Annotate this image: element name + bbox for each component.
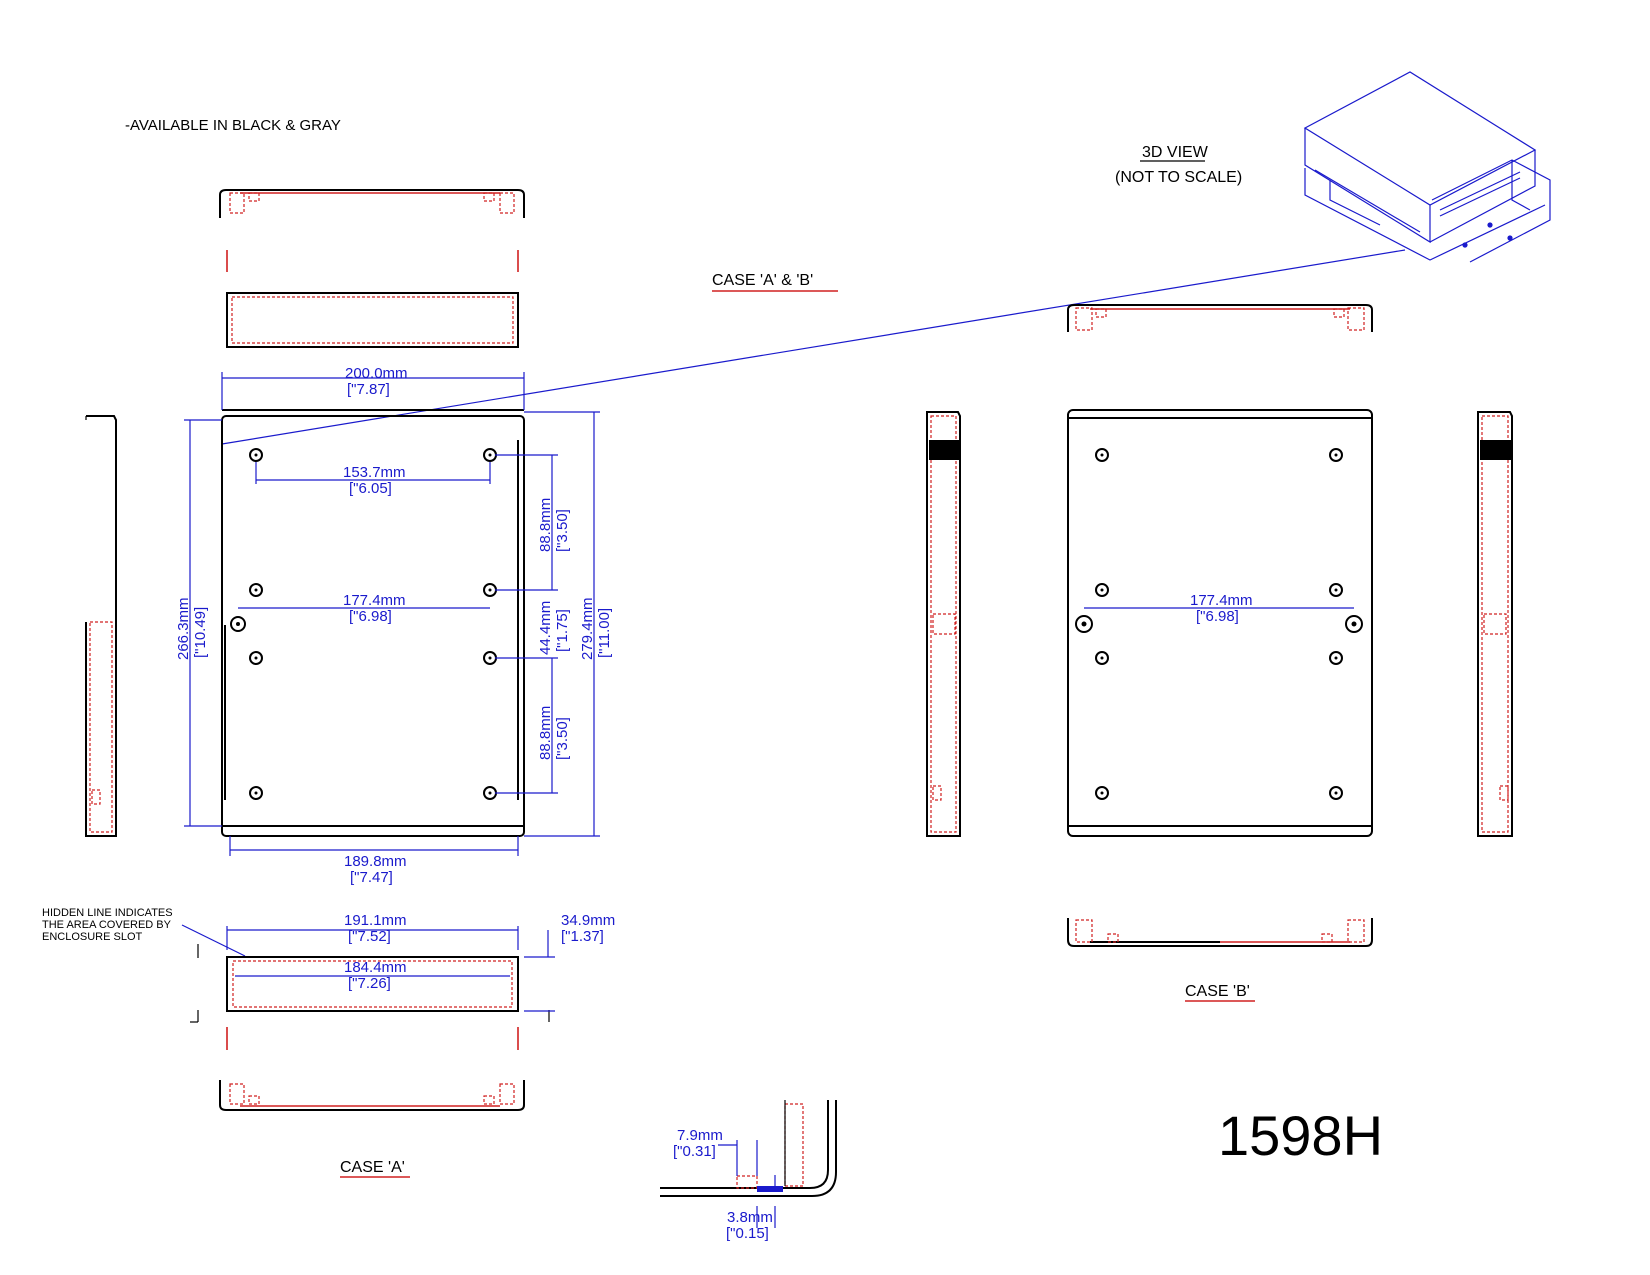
availability-note: -AVAILABLE IN BLACK & GRAY [125, 117, 341, 134]
dim-length-overall-mm: 279.4mm [579, 597, 596, 660]
dim-inner-width-mm: 184.4mm [344, 959, 407, 976]
dim-slot-width-in: ["7.52] [348, 928, 391, 945]
hidden-line-note-1: HIDDEN LINE INDICATES [42, 907, 173, 919]
3d-enclosure-sketch [1303, 71, 1551, 263]
dim-bottom-width-mm: 189.8mm [344, 853, 407, 870]
dim-detail-b-in: ["0.15] [726, 1225, 769, 1242]
hidden-line-note: HIDDEN LINE INDICATES THE AREA COVERED B… [42, 907, 246, 957]
case-b-end-profile-top [1067, 304, 1373, 332]
dim-bottom-width-in: ["7.47] [350, 869, 393, 886]
wall-detail-view [660, 1100, 837, 1228]
dim-mid-span-mm: 177.4mm [343, 592, 406, 609]
3d-view: 3D VIEW (NOT TO SCALE) [221, 71, 1551, 445]
dim-v-mid-in: ["1.75] [554, 609, 571, 652]
dim-v-spacing-1-in: ["3.50] [554, 509, 571, 552]
dim-inner-width-in: ["7.26] [348, 975, 391, 992]
hidden-line-note-2: THE AREA COVERED BY [42, 919, 172, 931]
dim-length-inner-mm: 266.3mm [175, 597, 192, 660]
dim-height-in: ["1.37] [561, 928, 604, 945]
case-a-plan-view [221, 409, 525, 837]
case-b-holes [1075, 448, 1363, 800]
3d-view-title: 3D VIEW [1142, 144, 1209, 161]
case-b-plan-view [1067, 409, 1373, 837]
dim-slot-width-mm: 191.1mm [344, 912, 407, 929]
case-a-end-profile-bottom [219, 1027, 525, 1111]
dim-case-b-span-in: ["6.98] [1196, 608, 1239, 625]
dim-length-inner-in: ["10.49] [192, 607, 209, 658]
dim-v-spacing-2-mm: 88.8mm [537, 706, 554, 760]
case-a-slot-panel [190, 944, 550, 1023]
3d-view-subtitle: (NOT TO SCALE) [1115, 169, 1242, 186]
dim-height-mm: 34.9mm [561, 912, 615, 929]
case-a-side-panel-top [226, 292, 519, 348]
dim-v-mid-mm: 44.4mm [537, 601, 554, 655]
case-ab-label: CASE 'A' & 'B' [712, 272, 813, 289]
3d-view-leader [221, 249, 1406, 445]
dim-hole-span-mm: 153.7mm [343, 464, 406, 481]
dim-v-spacing-2-in: ["3.50] [554, 717, 571, 760]
part-number: 1598H [1218, 1104, 1383, 1167]
dim-width-overall-mm: 200.0mm [345, 365, 408, 382]
dim-hole-span-in: ["6.05] [349, 480, 392, 497]
case-a-dimensions [184, 372, 600, 856]
case-a-label: CASE 'A' [340, 1159, 405, 1176]
case-a-left-profile [85, 415, 117, 837]
dim-width-overall-in: ["7.87] [347, 381, 390, 398]
dim-mid-span-in: ["6.98] [349, 608, 392, 625]
dim-detail-b-mm: 3.8mm [727, 1209, 773, 1226]
dim-v-spacing-1-mm: 88.8mm [537, 498, 554, 552]
case-b-right-profile [1477, 411, 1513, 837]
dim-case-b-span-mm: 177.4mm [1190, 592, 1253, 609]
case-b-left-profile [926, 411, 961, 837]
dim-length-overall-in: ["11.00] [596, 608, 613, 658]
case-b-label: CASE 'B' [1185, 983, 1250, 1000]
dim-detail-a-in: ["0.31] [673, 1143, 716, 1160]
case-b-end-profile-bottom [1067, 918, 1373, 947]
hidden-line-note-3: ENCLOSURE SLOT [42, 931, 143, 943]
case-a-end-profile-top [219, 189, 525, 272]
case-a-slot-dimensions [226, 926, 555, 1012]
case-a-holes [230, 448, 497, 800]
dim-detail-a-mm: 7.9mm [677, 1127, 723, 1144]
